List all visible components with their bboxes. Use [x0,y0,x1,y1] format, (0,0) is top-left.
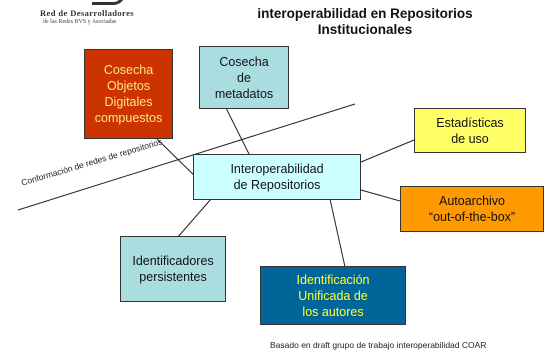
node-interoperabilidad-center: Interoperabilidad de Repositorios [193,154,361,200]
node-line: Identificadores [132,254,214,268]
center-line2: de Repositorios [233,178,321,192]
connector-cosecha-metadatos [224,105,251,157]
node-line: compuestos [94,111,163,125]
node-identificadores-persistentes: Identificadores persistentes [120,236,226,302]
node-cosecha-metadatos: Cosecha de metadatos [199,46,289,109]
node-line: Cosecha [103,63,154,77]
boundary-line [17,103,356,211]
page-title: interoperabilidad en Repositorios Instit… [240,6,490,38]
node-line: los autores [302,304,364,319]
node-line: metadatos [214,86,274,101]
node-identificacion-unificada: Identificación Unificada de los autores [260,266,406,325]
node-line: Objetos [106,79,151,93]
connector-autoarchivo [360,189,401,202]
title-line1: interoperabilidad en Repositorios [257,6,473,21]
logo-text-line1: Red de Desarrolladores [40,8,134,18]
node-line: persistentes [139,270,207,284]
title-line2: Institucionales [317,22,413,37]
node-line: Digitales [104,95,153,109]
node-line: Autoarchivo [438,194,505,208]
node-line: de uso [451,131,489,146]
logo: Red de Desarrolladores de las Redes BVS … [40,0,190,30]
node-cosecha-objetos-digitales: Cosecha Objetos Digitales compuestos [84,49,173,139]
node-line: Identificación [296,272,370,287]
node-line: Estadísticas [436,115,504,130]
footer-credit: Basado en draft grupo de trabajo interop… [270,340,487,350]
connector-identificadores [176,198,212,239]
logo-text-line2: de las Redes BVS y Asociadas [43,19,117,25]
node-line: Unificada de [298,288,368,303]
node-line: de [237,70,251,85]
node-line: “out-of-the-box” [428,210,516,224]
connector-unificada [329,198,346,268]
node-autoarchivo: Autoarchivo “out-of-the-box” [400,186,544,232]
node-estadisticas-de-uso: Estadísticas de uso [414,108,526,153]
connector-estadisticas [360,139,415,163]
node-line: Cosecha [219,54,269,69]
center-line1: Interoperabilidad [230,162,324,176]
